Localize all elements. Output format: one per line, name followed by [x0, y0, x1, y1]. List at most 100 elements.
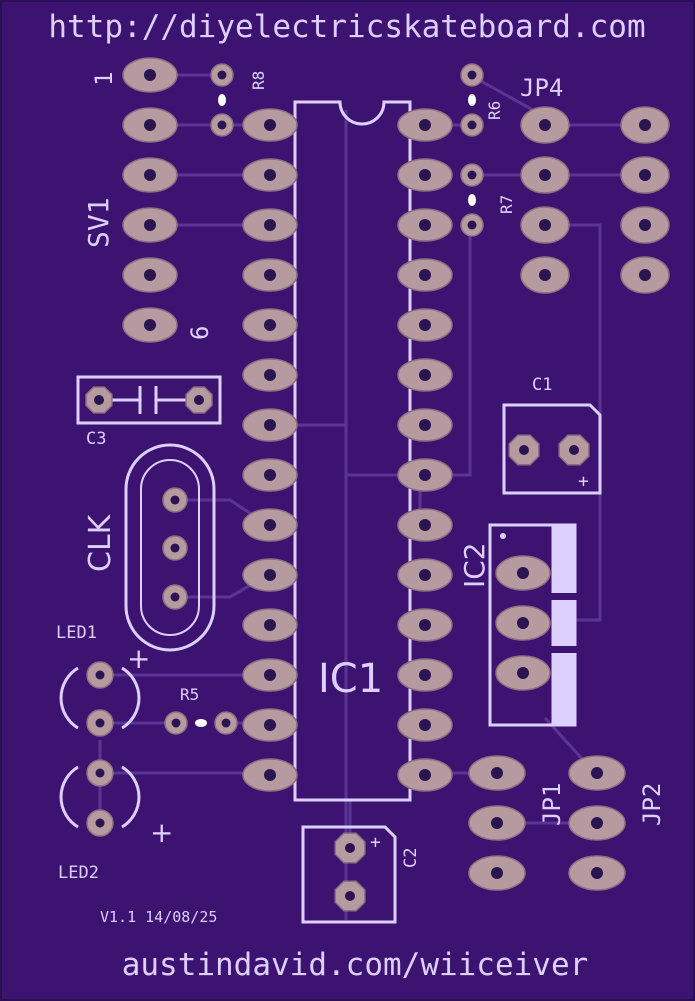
c1-pad-1-hole: [519, 445, 529, 455]
ic1-right-pad-23-hole: [419, 369, 431, 381]
c1-plus: +: [578, 471, 589, 492]
c3-pad-1-hole: [94, 395, 104, 405]
c2-outline: [301, 825, 397, 924]
r6-pad-2-hole: [467, 120, 477, 130]
ic1-left-pad-6-hole: [264, 369, 276, 381]
ic1-left-pad-7-hole: [264, 419, 276, 431]
sv1-pin-first-label: 1: [90, 72, 118, 86]
ic1-left-pad-3-hole: [264, 219, 276, 231]
ic2-label: IC2: [458, 542, 491, 588]
r7-body-mark: [468, 194, 476, 206]
ic1-right-pad-18-hole: [419, 619, 431, 631]
ic1-right-pad-20-hole: [419, 519, 431, 531]
r8-pad-2-hole: [217, 120, 227, 130]
ic1-right-pad-15-hole: [419, 769, 431, 781]
ic1-outline: [293, 100, 412, 802]
jp4-right-pad-1-hole: [639, 119, 651, 131]
sv1-pad-6-hole: [144, 319, 156, 331]
led2-pad-2-hole: [95, 818, 105, 828]
silkscreen-text: http://diyelectricskateboard.com austind…: [48, 9, 666, 983]
ic1-label: IC1: [318, 656, 383, 702]
sv1-pad-4-hole: [144, 219, 156, 231]
ic1-left-pad-10-hole: [264, 569, 276, 581]
c2-label: C2: [401, 848, 421, 868]
r5-body-mark: [195, 719, 207, 727]
jp4-label: JP4: [520, 74, 563, 102]
r6-pad-1-hole: [467, 70, 477, 80]
header-url: http://diyelectricskateboard.com: [48, 9, 645, 45]
ic1-left-pad-14-hole: [264, 769, 276, 781]
ic2-pad-1-hole: [517, 567, 529, 579]
jp4-right-pad-4-hole: [639, 269, 651, 281]
r7-pad-2-hole: [467, 220, 477, 230]
ic1-left-pad-2-hole: [264, 169, 276, 181]
r8-pad-1-hole: [217, 70, 227, 80]
ic2-pad-3-hole: [517, 667, 529, 679]
r6-body-mark: [468, 94, 476, 106]
ic1-left-pad-5-hole: [264, 319, 276, 331]
crystal-pad-1-hole: [170, 495, 180, 505]
r5-pad-2-hole: [221, 718, 231, 728]
jp1-pad-2-hole: [491, 817, 503, 829]
ic1-right-pad-27-hole: [419, 169, 431, 181]
sv1-pad-5-hole: [144, 269, 156, 281]
ic1-right-pad-25-hole: [419, 269, 431, 281]
jp4-left-pad-2-hole: [539, 169, 551, 181]
ic2-tab: [551, 523, 577, 727]
r5-label: R5: [180, 685, 199, 704]
r7-label: R7: [497, 195, 516, 214]
r8-body-mark: [218, 94, 226, 106]
ic1-left-pad-9-hole: [264, 519, 276, 531]
c1-outline: [502, 403, 602, 495]
ic1-left-pad-11-hole: [264, 619, 276, 631]
crystal-pad-2-hole: [170, 543, 180, 553]
sv1-pin-last-label: 6: [186, 326, 214, 340]
c2-pad-2-hole: [345, 891, 355, 901]
led2-label: LED2: [58, 863, 99, 883]
led2-arc-left: [59, 765, 79, 829]
ic1-left-pad-1-hole: [264, 119, 276, 131]
ic2-tab-gap-1: [548, 593, 578, 600]
led2-arc-right: [121, 765, 141, 829]
crystal-outline-inner: [140, 459, 200, 636]
led1-pad-2-hole: [95, 718, 105, 728]
jp1-label: JP1: [538, 783, 566, 826]
jp4-left-pad-3-hole: [539, 219, 551, 231]
silkscreen: [59, 100, 602, 924]
sv1-label: SV1: [82, 197, 115, 248]
jp1-pad-1-hole: [491, 767, 503, 779]
ic1-left-pad-13-hole: [264, 719, 276, 731]
jp2-pad-1-hole: [591, 767, 603, 779]
ic1-left-pad-4-hole: [264, 269, 276, 281]
jp1-pad-3-hole: [491, 867, 503, 879]
jp4-left-pad-4-hole: [539, 269, 551, 281]
c3-outline: [76, 375, 222, 425]
ic2-pin1-dot: [500, 533, 506, 539]
ic1-right-pad-21-hole: [419, 469, 431, 481]
footer-url: austindavid.com/wiiceiver: [122, 947, 589, 983]
led1-arc-left: [59, 666, 79, 730]
ic1-right-pad-17-hole: [419, 669, 431, 681]
ic1-right-pad-28-hole: [419, 119, 431, 131]
r8-label: R8: [249, 71, 268, 90]
ic1-right-pad-22-hole: [419, 419, 431, 431]
ic2-tab-gap-2: [548, 646, 578, 653]
version-label: V1.1 14/08/25: [100, 908, 217, 926]
ic1-right-pad-26-hole: [419, 219, 431, 231]
sv1-pad-3-hole: [144, 169, 156, 181]
led1-plus: +: [127, 642, 150, 675]
c1-label: C1: [532, 375, 552, 395]
c3-label: C3: [86, 429, 106, 449]
ic1-left-pad-8-hole: [264, 469, 276, 481]
led2-plus: +: [150, 816, 173, 849]
r7-pad-1-hole: [467, 170, 477, 180]
c3-pad-2-hole: [194, 395, 204, 405]
ic1-right-pad-16-hole: [419, 719, 431, 731]
crystal-pad-3-hole: [170, 592, 180, 602]
sv1-pad-1-hole: [144, 69, 156, 81]
sv1-pad-2-hole: [144, 119, 156, 131]
led1-label: LED1: [56, 623, 97, 643]
ic1-left-pad-12-hole: [264, 669, 276, 681]
ic1-right-pad-24-hole: [419, 319, 431, 331]
